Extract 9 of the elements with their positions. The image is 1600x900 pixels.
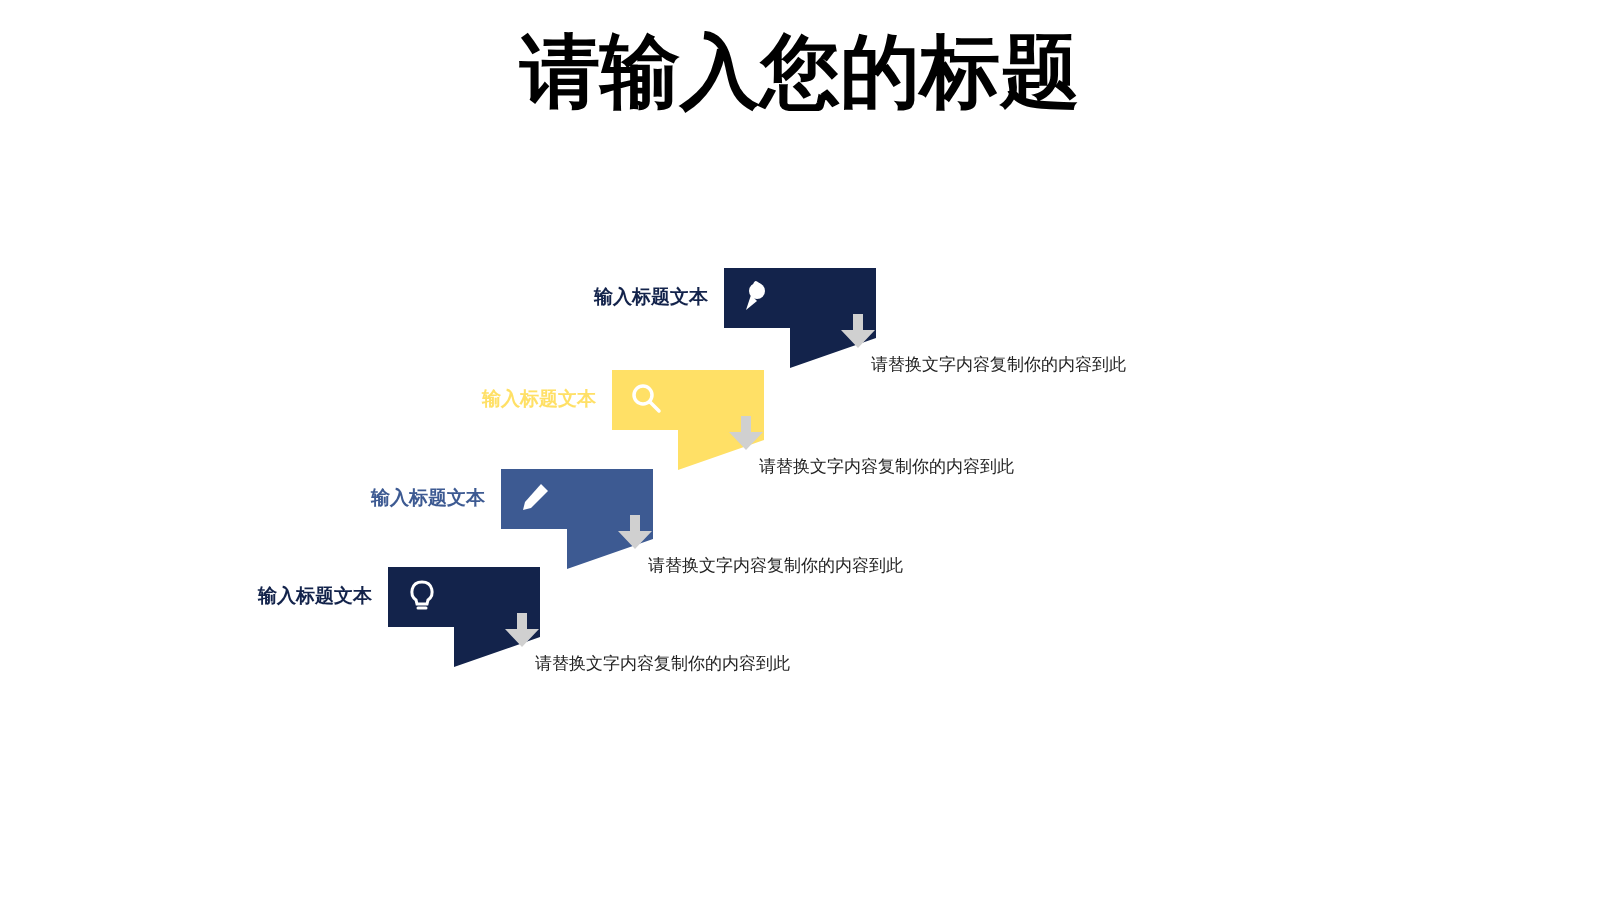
title: 请输入您的标题 (518, 24, 1081, 120)
heading-text: 输入标题文本 (258, 583, 372, 607)
description-text: 请替换文字内容复制你的内容到此 (535, 652, 790, 674)
heading-text: 输入标题文本 (371, 485, 485, 509)
description-text: 请替换文字内容复制你的内容到此 (759, 455, 1014, 477)
description-text: 请替换文字内容复制你的内容到此 (648, 554, 903, 576)
heading-text: 输入标题文本 (482, 386, 596, 410)
heading-text: 输入标题文本 (594, 284, 708, 308)
description-text: 请替换文字内容复制你的内容到此 (871, 353, 1126, 375)
